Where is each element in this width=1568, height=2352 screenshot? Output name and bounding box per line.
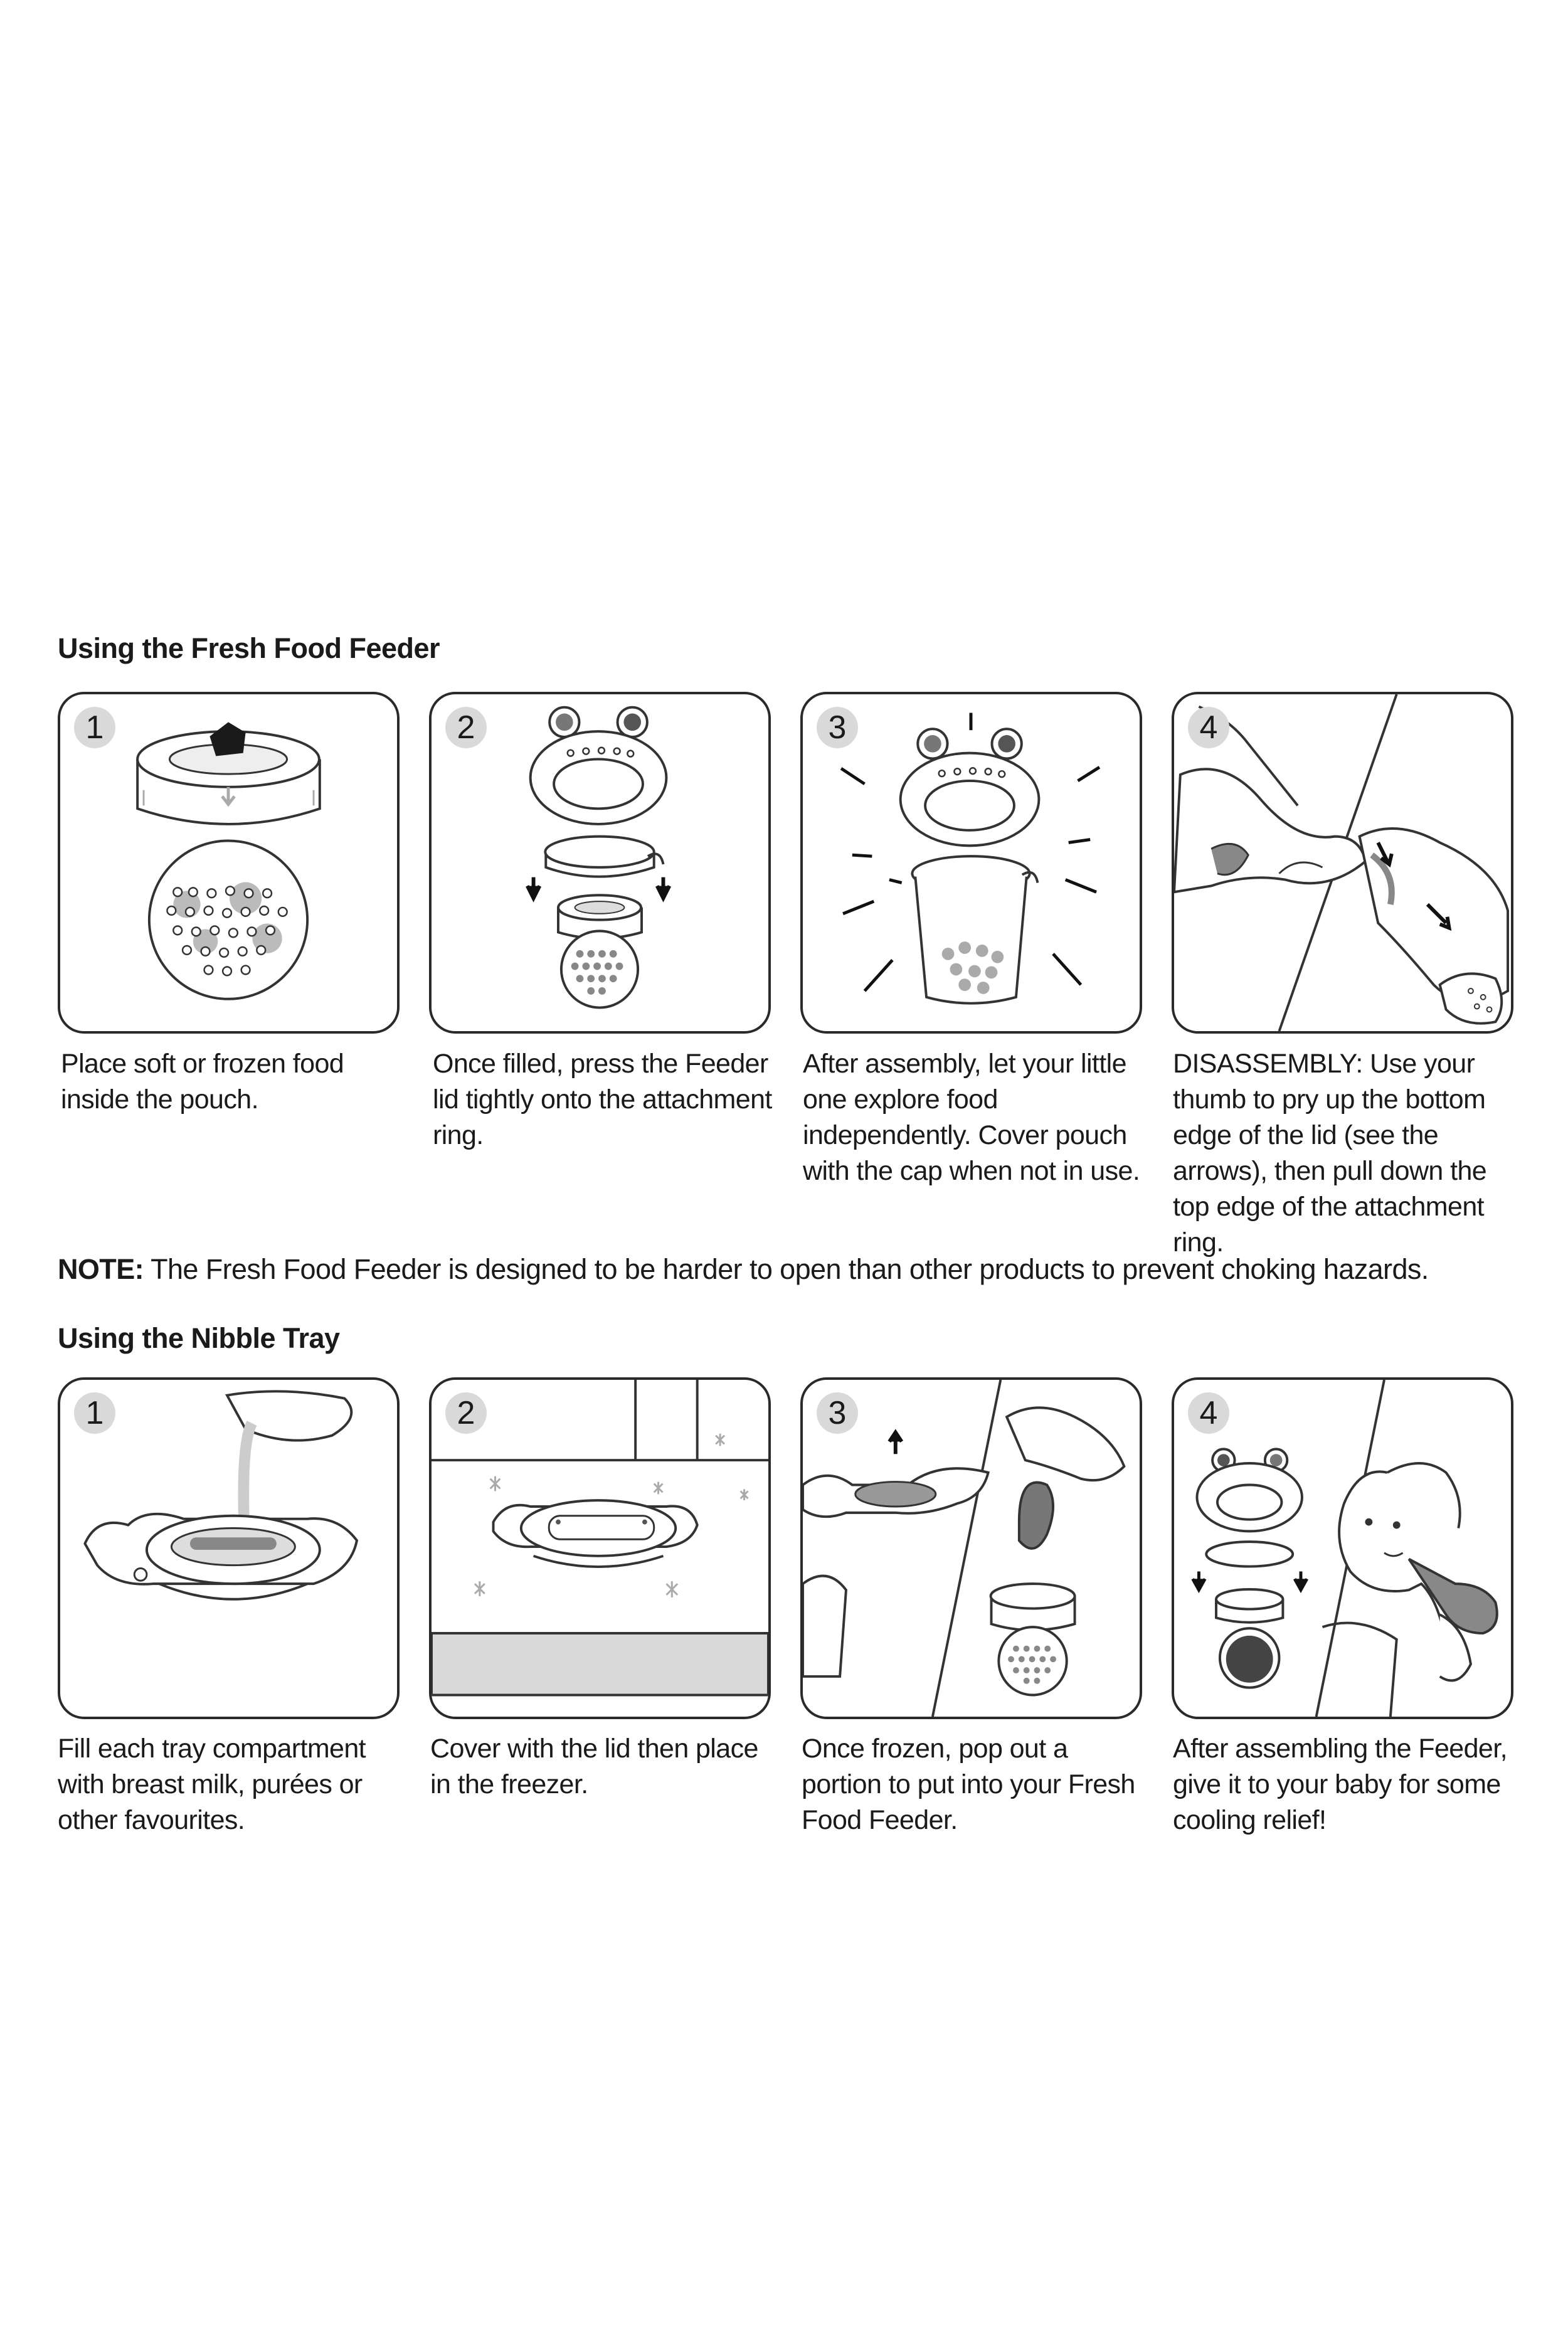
- step-number-badge: 3: [817, 707, 858, 748]
- tray-step-1-caption: Fill each tray compartment with breast m…: [58, 1734, 366, 1835]
- disassembly-text: Use your thumb to pry up the bottom edge…: [1173, 1049, 1487, 1258]
- feeder-step-1-panel: 1: [58, 692, 400, 1034]
- step-number-badge: 4: [1188, 1392, 1229, 1434]
- tray-step-2-caption: Cover with the lid then place in the fre…: [430, 1734, 758, 1799]
- feeder-step-4-caption: DISASSEMBLY: Use your thumb to pry up th…: [1173, 1046, 1524, 1261]
- fill-tray-illustration: [83, 1390, 359, 1601]
- feeder-step-3-panel: 3: [800, 692, 1142, 1034]
- freezer-illustration: [432, 1380, 768, 1697]
- pop-portion-illustration: [803, 1380, 1126, 1717]
- feeder-step-4-panel: 4: [1172, 692, 1513, 1034]
- feeder-step-3-caption: After assembly, let your little one expl…: [803, 1049, 1140, 1186]
- step-number-badge: 2: [445, 1392, 487, 1434]
- step-number-badge: 4: [1188, 707, 1229, 748]
- tray-step-4-panel: 4: [1172, 1377, 1513, 1719]
- tray-step-3-panel: 3: [800, 1377, 1142, 1719]
- step-number-badge: 1: [74, 1392, 115, 1434]
- feeder-step-1-caption: Place soft or frozen food inside the pou…: [61, 1049, 344, 1115]
- note-label: NOTE:: [58, 1253, 144, 1285]
- disassembly-label: DISASSEMBLY:: [1173, 1049, 1363, 1079]
- feeder-step-2-panel: 2: [429, 692, 771, 1034]
- press-lid-illustration: [526, 706, 671, 1009]
- tray-step-2-panel: 2: [429, 1377, 771, 1719]
- explore-food-illustration: [840, 712, 1101, 1005]
- fill-pouch-illustration: [136, 722, 321, 1000]
- note-text: The Fresh Food Feeder is designed to be …: [144, 1253, 1429, 1285]
- baby-feeding-illustration: [1191, 1380, 1498, 1717]
- feeder-steps-row: 1 2: [58, 692, 1519, 1043]
- section-title-fresh-food-feeder: Using the Fresh Food Feeder: [58, 632, 440, 664]
- step-number-badge: 1: [74, 707, 115, 748]
- nibble-tray-steps-row: 1 2: [58, 1377, 1519, 1729]
- disassembly-illustration: [1174, 694, 1510, 1031]
- tray-step-3-caption: Once frozen, pop out a portion to put in…: [802, 1734, 1135, 1835]
- tray-step-4-caption: After assembling the Feeder, give it to …: [1173, 1734, 1508, 1835]
- step-number-badge: 2: [445, 707, 487, 748]
- section-title-nibble-tray: Using the Nibble Tray: [58, 1322, 340, 1354]
- choking-hazard-note: NOTE: The Fresh Food Feeder is designed …: [58, 1253, 1519, 1286]
- step-number-badge: 3: [817, 1392, 858, 1434]
- tray-step-1-panel: 1: [58, 1377, 400, 1719]
- feeder-step-2-caption: Once filled, press the Feeder lid tightl…: [433, 1049, 772, 1150]
